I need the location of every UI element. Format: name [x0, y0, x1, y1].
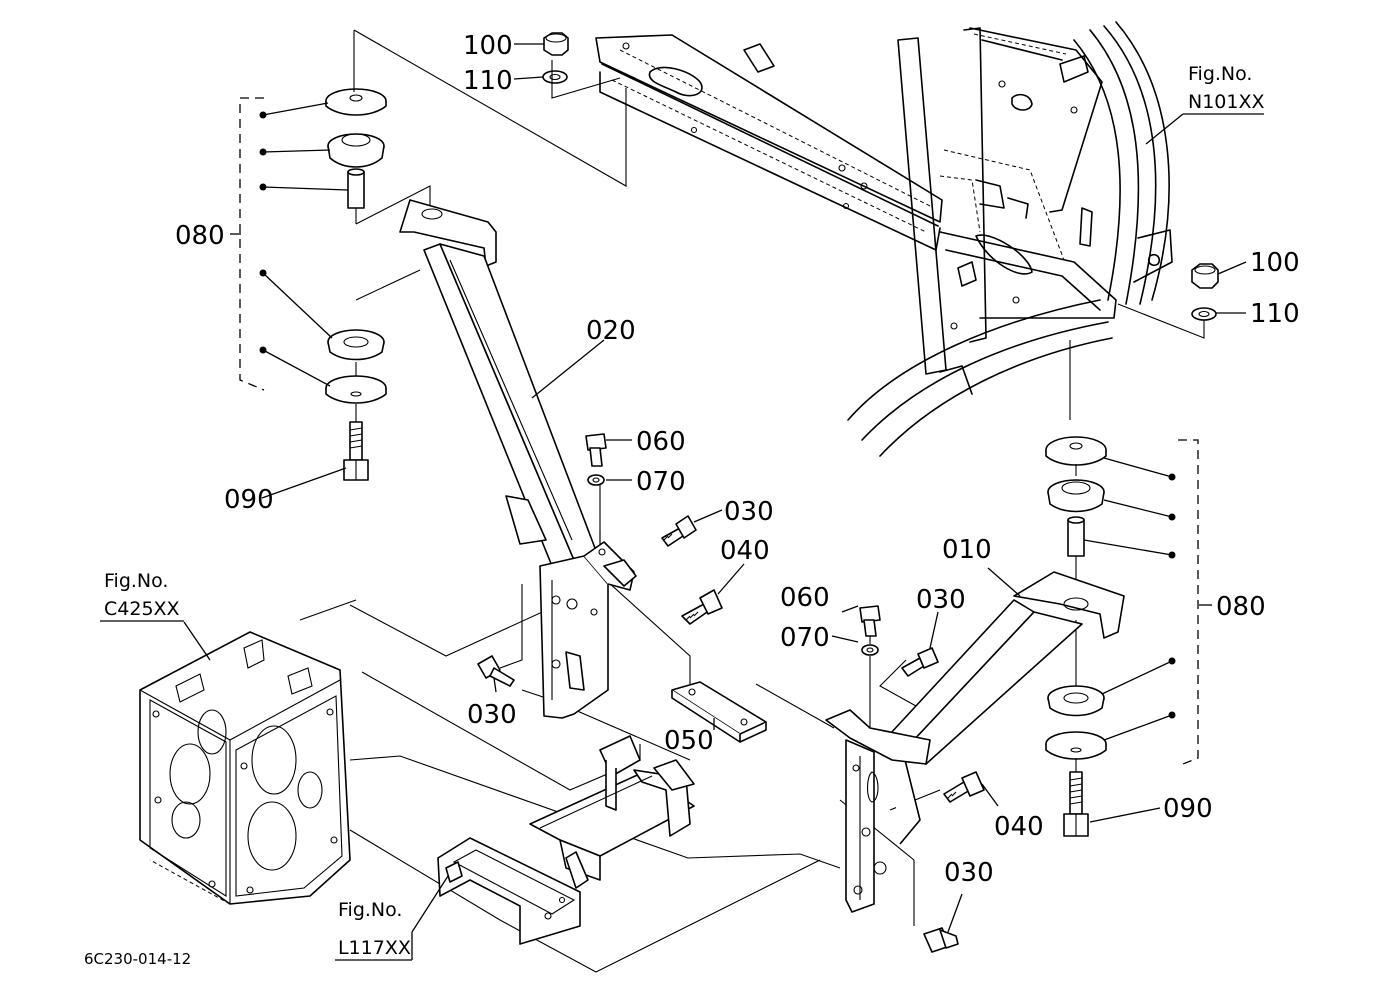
axle-frame: [411, 735, 695, 945]
callout-050: 050: [664, 726, 714, 756]
fasteners: [477, 433, 999, 953]
callout-080-right: 080: [1216, 592, 1266, 622]
c425-ref-label: Fig.No.: [104, 570, 168, 592]
callout-040-left: 040: [720, 536, 770, 566]
callout-110-right: 110: [1250, 299, 1300, 329]
n101-ref-label: Fig.No.: [1188, 63, 1252, 85]
callout-060-right: 060: [780, 583, 830, 613]
n101-ref-leader: [1145, 113, 1184, 145]
callout-070-left: 070: [636, 467, 686, 497]
callout-070-right: 070: [780, 623, 830, 653]
callout-030-a: 030: [724, 497, 774, 527]
callout-030-c: 030: [916, 585, 966, 615]
right-mount-stack: [1045, 261, 1247, 837]
callout-100-right: 100: [1250, 248, 1300, 278]
stay-010: [825, 567, 1125, 913]
plate-050: [671, 681, 767, 743]
callout-030-d: 030: [944, 858, 994, 888]
left-mount-stack: [230, 88, 387, 499]
l117-ref-label: Fig.No.: [338, 899, 402, 921]
callout-020: 020: [586, 316, 636, 346]
callout-100-top: 100: [463, 31, 513, 61]
callout-040-right: 040: [994, 812, 1044, 842]
cab-frame: [595, 21, 1173, 457]
callout-110-top: 110: [463, 66, 513, 96]
callout-080-left: 080: [175, 221, 225, 251]
transmission-case: [139, 621, 351, 905]
drawing-code: 6C230-014-12: [84, 950, 191, 968]
l117-ref-number: L117XX: [338, 937, 411, 959]
callout-090-left: 090: [224, 485, 274, 515]
stay-020: [399, 199, 637, 719]
c425-ref-number: C425XX: [104, 598, 180, 620]
n101-ref-number: N101XX: [1188, 91, 1265, 113]
callout-030-b: 030: [467, 700, 517, 730]
callout-090-right: 090: [1163, 794, 1213, 824]
callout-010: 010: [942, 535, 992, 565]
top-nut-washer: [513, 32, 569, 84]
callout-060-left: 060: [636, 427, 686, 457]
